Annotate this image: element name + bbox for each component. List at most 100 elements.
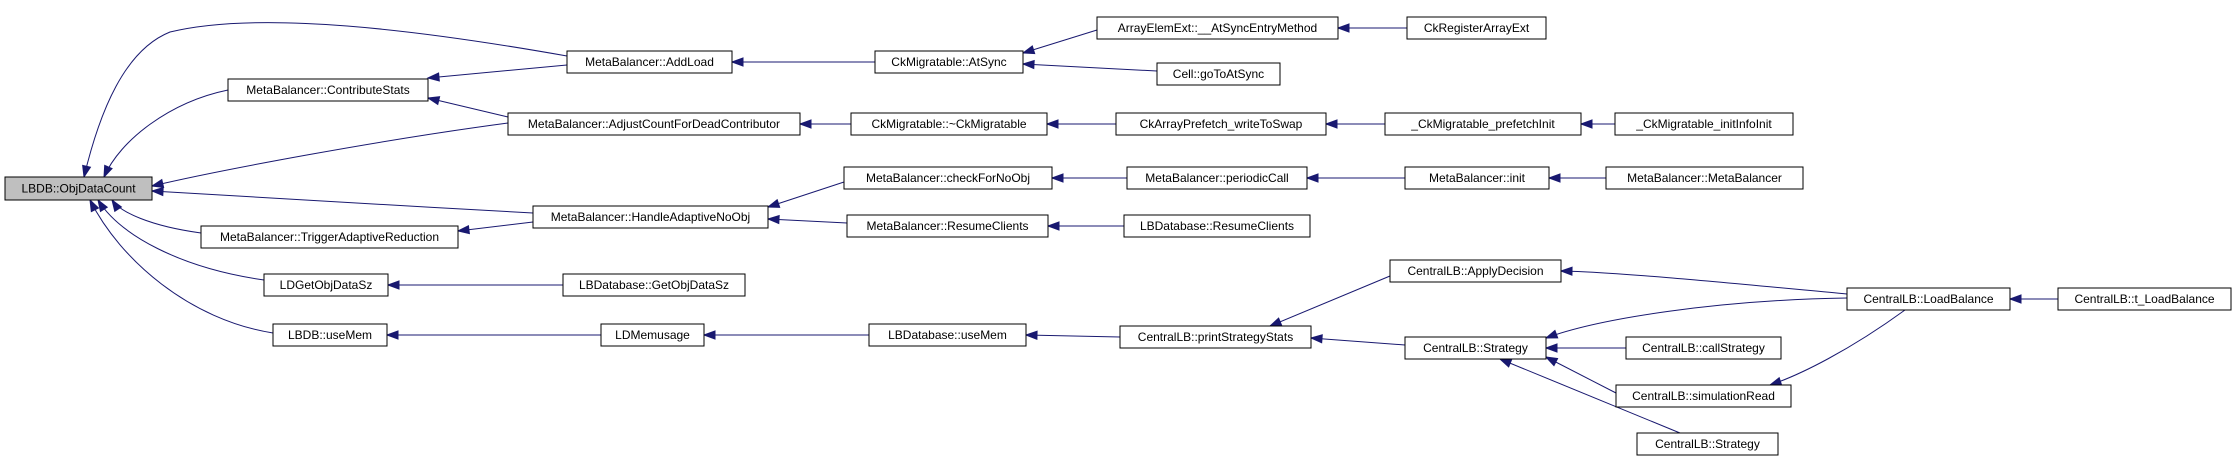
node-mbinit[interactable]: MetaBalancer::init (1404, 166, 1550, 190)
node-label: Cell::goToAtSync (1173, 67, 1264, 81)
edge-line (1025, 334, 1121, 338)
node-triggeradaptive[interactable]: MetaBalancer::TriggerAdaptiveReduction (200, 225, 459, 249)
node-label: MetaBalancer::MetaBalancer (1627, 171, 1782, 185)
node-addload[interactable]: MetaBalancer::AddLoad (566, 50, 733, 74)
arrowhead (2008, 294, 2022, 304)
node-contributestats[interactable]: MetaBalancer::ContributeStats (227, 78, 429, 102)
node-atsync[interactable]: CkMigratable::AtSync (874, 50, 1024, 74)
edge-line (83, 22, 568, 178)
node-resumeclients[interactable]: MetaBalancer::ResumeClients (846, 214, 1049, 238)
arrowhead (1559, 266, 1573, 276)
node-strategy2[interactable]: CentralLB::Strategy (1636, 432, 1779, 456)
node-label: _CkMigratable_prefetchInit (1410, 117, 1555, 131)
edge-line (1560, 270, 1848, 295)
arrowhead (766, 214, 780, 225)
edge-line (1545, 297, 1848, 339)
arrowhead (1544, 329, 1559, 339)
node-lbdbusemem[interactable]: LBDB::useMem (272, 323, 388, 347)
node-prefetchwrite[interactable]: CkArrayPrefetch_writeToSwap (1115, 112, 1327, 136)
node-label: LBDB::ObjDataCount (21, 182, 136, 196)
node-label: CkArrayPrefetch_writeToSwap (1140, 117, 1303, 131)
node-atsyncentry[interactable]: ArrayElemExt::__AtSyncEntryMethod (1096, 16, 1339, 40)
node-label: MetaBalancer::AdjustCountForDeadContribu… (528, 117, 780, 131)
node-label: MetaBalancer::TriggerAdaptiveReduction (220, 230, 439, 244)
node-prefetchinit[interactable]: _CkMigratable_prefetchInit (1384, 112, 1582, 136)
arrowhead (111, 198, 123, 213)
edge-line (767, 218, 848, 224)
node-ckregister[interactable]: CkRegisterArrayExt (1406, 16, 1547, 40)
node-ldmemusage[interactable]: LDMemusage (600, 323, 705, 347)
node-box (1614, 112, 1794, 136)
arrowhead (456, 224, 470, 235)
node-lbusemem[interactable]: LBDatabase::useMem (868, 323, 1027, 347)
arrowhead (1050, 173, 1064, 183)
node-adjustcount[interactable]: MetaBalancer::AdjustCountForDeadContribu… (507, 112, 801, 136)
node-applydecision[interactable]: CentralLB::ApplyDecision (1389, 259, 1562, 283)
node-printstrategy[interactable]: CentralLB::printStrategyStats (1119, 325, 1312, 349)
edge-handleadaptive-to-objdatacount (150, 186, 534, 214)
node-infoinit[interactable]: _CkMigratable_initInfoInit (1614, 112, 1794, 136)
edge-strategy-to-printstrategy (1309, 334, 1406, 346)
node-callstrategy[interactable]: CentralLB::callStrategy (1625, 336, 1782, 360)
node-lbresumeclients[interactable]: LBDatabase::ResumeClients (1123, 214, 1311, 238)
edge-line (457, 221, 534, 232)
node-label: MetaBalancer::HandleAdaptiveNoObj (551, 210, 750, 224)
node-checkfornoobj[interactable]: MetaBalancer::checkForNoObj (843, 166, 1053, 190)
edge-mbctor-to-mbinit (1547, 173, 1606, 183)
edge-line (1310, 337, 1406, 346)
node-box (4, 176, 153, 201)
node-periodiccall[interactable]: MetaBalancer::periodicCall (1126, 166, 1308, 190)
node-box (850, 112, 1048, 136)
edge-line (151, 190, 534, 214)
node-simulationread[interactable]: CentralLB::simulationRead (1615, 384, 1792, 408)
node-celltoatsync[interactable]: Cell::goToAtSync (1156, 62, 1281, 86)
node-loadbalance[interactable]: CentralLB::LoadBalance (1846, 287, 2011, 311)
node-box (1384, 112, 1582, 136)
edge-celltoatsync-to-atsync (1021, 59, 1158, 72)
node-strategy[interactable]: CentralLB::Strategy (1404, 336, 1547, 360)
node-box (1119, 325, 1312, 349)
node-lbgetobjdatasz[interactable]: LBDatabase::GetObjDataSz (562, 273, 746, 297)
arrowhead (1305, 173, 1319, 183)
node-box (868, 323, 1027, 347)
arrowhead (150, 178, 165, 188)
node-box (2057, 287, 2232, 311)
arrowhead (150, 186, 164, 197)
node-ckmigdtor[interactable]: CkMigratable::~CkMigratable (850, 112, 1048, 136)
node-handleadaptive[interactable]: MetaBalancer::HandleAdaptiveNoObj (532, 205, 769, 229)
node-label: CkMigratable::AtSync (891, 55, 1006, 69)
node-tloadbalance[interactable]: CentralLB::t_LoadBalance (2057, 287, 2232, 311)
node-box (846, 214, 1049, 238)
arrowhead (1021, 59, 1035, 70)
node-box (1404, 166, 1550, 190)
node-label: LDMemusage (615, 328, 690, 342)
arrowhead (1768, 376, 1783, 386)
edge-line (1022, 29, 1098, 54)
arrowhead (1045, 119, 1059, 129)
arrowhead (1309, 334, 1323, 344)
edge-prefetchinit-to-prefetchwrite (1324, 119, 1385, 129)
arrowhead (426, 72, 440, 82)
edge-contributestats-to-objdatacount (103, 89, 229, 179)
node-box (1389, 259, 1562, 283)
node-label: LBDatabase::useMem (888, 328, 1007, 342)
edge-applydecision-to-printstrategy (1268, 275, 1391, 327)
edge-line (1499, 358, 1681, 434)
edge-line (767, 181, 845, 208)
node-box (1404, 336, 1547, 360)
arrowhead (386, 280, 400, 290)
edge-addload-to-contributestats (426, 64, 568, 82)
edge-prefetchwrite-to-ckmigdtor (1045, 119, 1116, 129)
edge-line (97, 199, 265, 281)
node-label: CentralLB::Strategy (1423, 341, 1528, 355)
arrowhead (385, 330, 399, 340)
node-mbctor[interactable]: MetaBalancer::MetaBalancer (1605, 166, 1804, 190)
edge-checkfornoobj-to-handleadaptive (766, 181, 845, 208)
edge-ldmemusage-to-lbdbusemem (385, 330, 601, 340)
arrowhead (89, 198, 100, 213)
edge-line (151, 122, 509, 187)
edge-resumeclients-to-handleadaptive (766, 214, 848, 225)
node-objdatacount[interactable]: LBDB::ObjDataCount (4, 176, 153, 201)
node-ldgetobjdatasz[interactable]: LDGetObjDataSz (263, 273, 389, 297)
node-box (272, 323, 388, 347)
